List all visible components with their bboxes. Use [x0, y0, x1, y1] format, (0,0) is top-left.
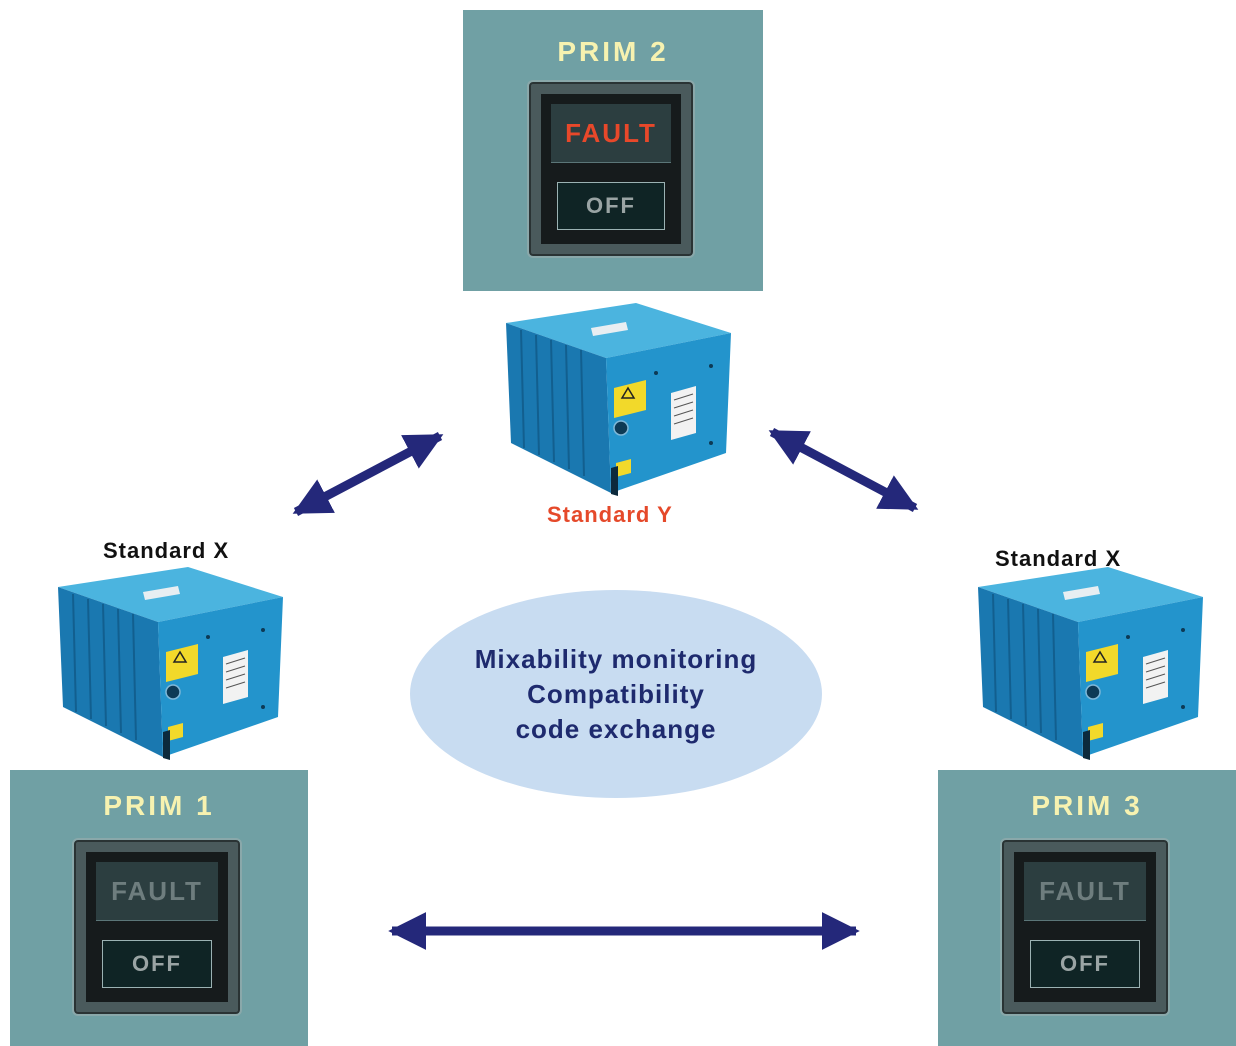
- prim3-panel: PRIM 3 FAULT OFF: [938, 770, 1236, 1046]
- prim1-fault-light: FAULT: [96, 862, 218, 921]
- prim1-pushbutton-face: FAULT OFF: [86, 852, 228, 1002]
- prim3-off-light: OFF: [1030, 940, 1140, 988]
- prim3-fault-light: FAULT: [1024, 862, 1146, 921]
- prim2-pushbutton-face: FAULT OFF: [541, 94, 681, 244]
- prim3-pushbutton-face: FAULT OFF: [1014, 852, 1156, 1002]
- prim3-pushbutton[interactable]: FAULT OFF: [1000, 838, 1170, 1016]
- prim2-off-light: OFF: [557, 182, 665, 230]
- prim2-title: PRIM 2: [557, 36, 669, 67]
- arrow-prim2-prim3: [768, 428, 919, 512]
- standard-x-right-label: Standard X: [995, 546, 1122, 571]
- mixability-bubble: Mixability monitoring Compatibility code…: [410, 590, 822, 798]
- prim1-title: PRIM 1: [103, 790, 215, 821]
- bubble-line-3: code exchange: [515, 713, 717, 744]
- prim2-pushbutton[interactable]: FAULT OFF: [527, 80, 695, 258]
- prim1-pushbutton[interactable]: FAULT OFF: [72, 838, 242, 1016]
- arrow-prim1-prim2: [292, 432, 444, 516]
- standard-x-left-label: Standard X: [103, 538, 230, 563]
- prim1-panel: PRIM 1 FAULT OFF: [10, 770, 308, 1046]
- prim2-fault-light: FAULT: [551, 104, 671, 163]
- bubble-line-2: Compatibility: [527, 678, 705, 709]
- prim2-panel: PRIM 2 FAULT OFF: [463, 10, 763, 291]
- bubble-line-1: Mixability monitoring: [474, 643, 758, 674]
- standard-y-label: Standard Y: [547, 502, 673, 527]
- prim3-title: PRIM 3: [1031, 790, 1143, 821]
- prim1-off-light: OFF: [102, 940, 212, 988]
